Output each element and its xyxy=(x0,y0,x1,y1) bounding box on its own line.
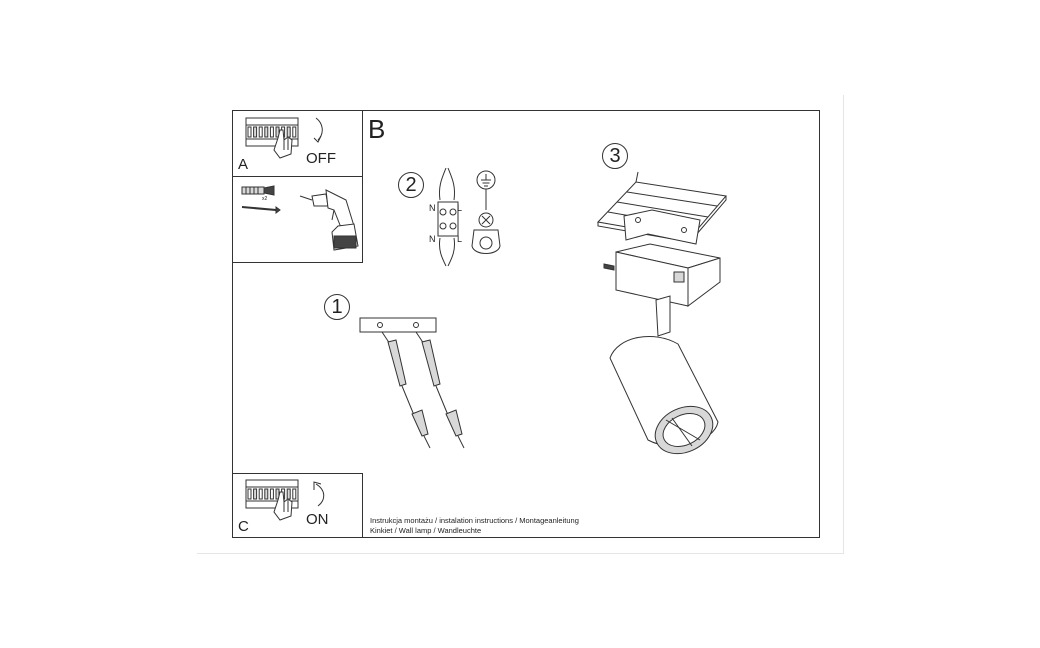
wire-n-bottom-label: N xyxy=(429,234,436,244)
off-label: OFF xyxy=(306,150,336,167)
power-drill-icon xyxy=(299,189,359,251)
breaker-box-on-icon xyxy=(245,479,325,521)
caption-line-1: Instrukcja montażu / instalation instruc… xyxy=(370,516,579,525)
wall-plug-icon xyxy=(241,185,281,214)
panel-b-label: B xyxy=(368,114,386,144)
quantity-label: x2 xyxy=(262,196,268,202)
wiring-terminal-icon xyxy=(437,167,459,267)
wall-lamp-assembly-icon xyxy=(596,171,727,455)
wall-mounting-icon xyxy=(359,317,465,449)
panel-a-label: A xyxy=(238,156,249,173)
on-label: ON xyxy=(306,511,329,528)
step-2-badge: 2 xyxy=(398,172,424,198)
ground-terminal-icon xyxy=(471,170,501,254)
caption-line-2: Kinkiet / Wall lamp / Wandleuchte xyxy=(370,526,482,535)
wire-l-bottom-label: L xyxy=(457,234,463,244)
instruction-sheet xyxy=(197,95,844,554)
instruction-frame xyxy=(232,110,820,538)
panel-c-label: C xyxy=(238,518,249,535)
step-1-badge: 1 xyxy=(324,294,350,320)
breaker-box-off-icon xyxy=(245,117,323,159)
step-3-badge: 3 xyxy=(602,143,628,169)
wire-l-top-label: L xyxy=(457,203,463,213)
wire-n-top-label: N xyxy=(429,203,436,213)
